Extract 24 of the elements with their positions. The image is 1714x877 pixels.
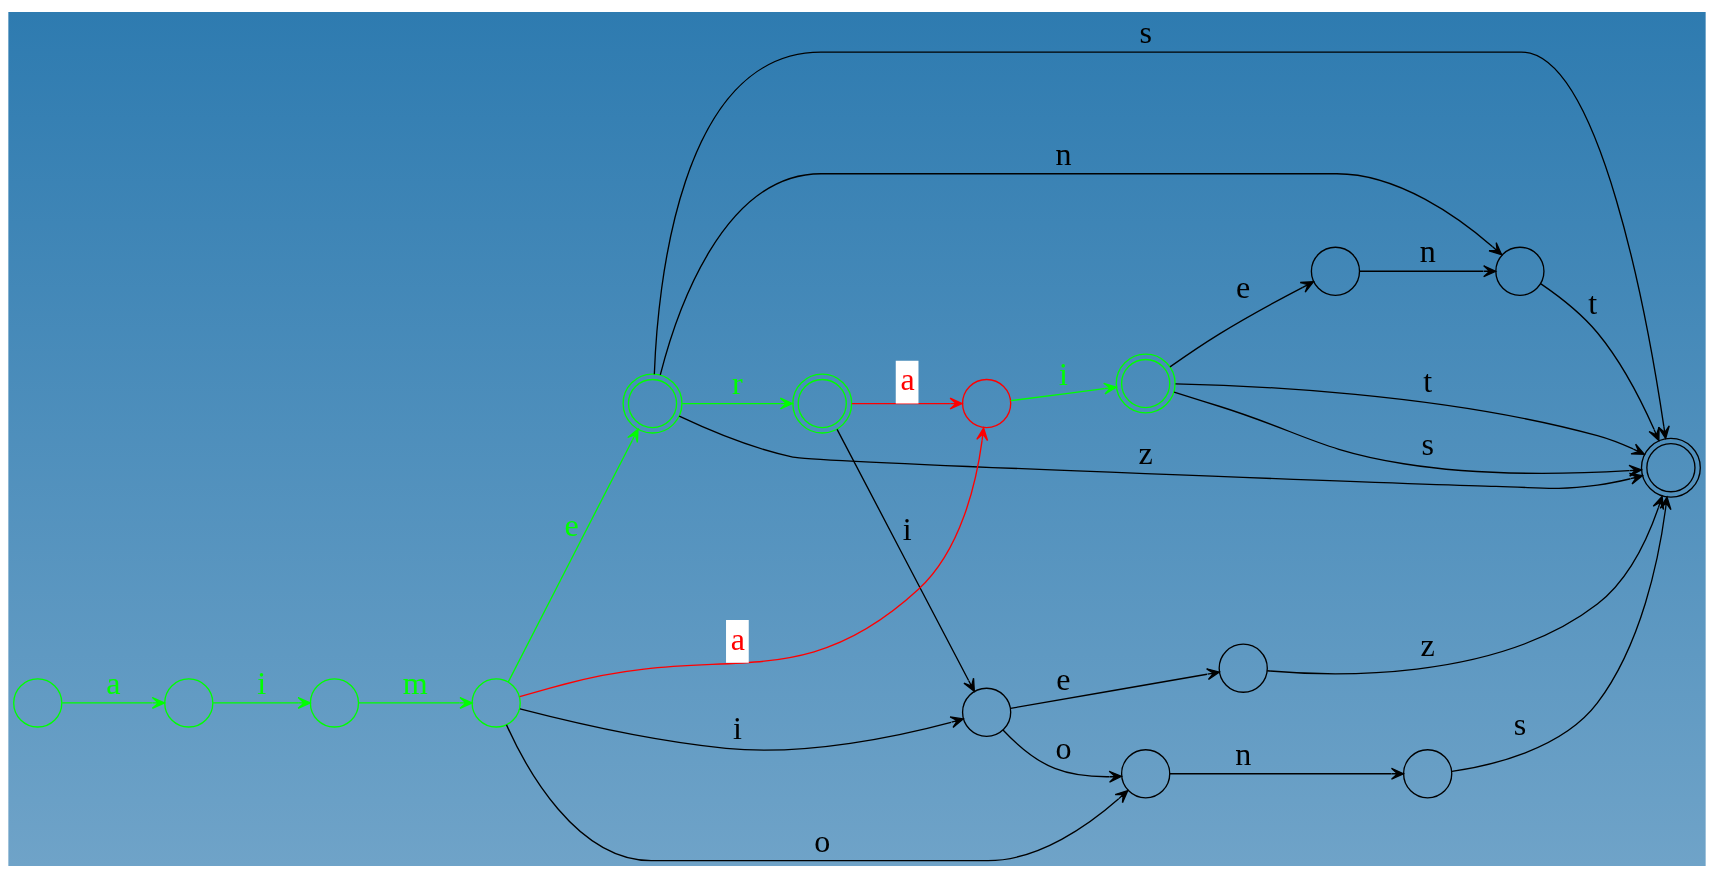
edge-label: o (814, 822, 831, 859)
edge-label: a (106, 664, 121, 701)
edge-label: i (902, 510, 912, 547)
edge-label: z (1420, 626, 1435, 663)
edge-label: z (1138, 434, 1153, 471)
edge-label: i (1059, 355, 1068, 392)
edge-label: s (1421, 425, 1434, 462)
edge-label: n (1055, 135, 1072, 172)
edge-label: n (1235, 735, 1252, 772)
edge-label: e (564, 506, 579, 543)
edge-label: n (1419, 232, 1436, 269)
edge-label: a (900, 360, 915, 397)
edge-label: s (1513, 705, 1527, 742)
edge-label: r (732, 365, 743, 401)
edge-label: t (1588, 284, 1598, 321)
edge-label: o (1055, 729, 1072, 766)
edge-label: e (1056, 660, 1071, 697)
edge-label: e (1236, 268, 1251, 305)
edge-label: i (257, 664, 267, 701)
edge-label: a (730, 620, 745, 657)
edge-label: t (1423, 362, 1433, 399)
edge-label: i (732, 709, 742, 746)
edge-label: m (402, 664, 428, 701)
edge-label: s (1139, 13, 1152, 50)
